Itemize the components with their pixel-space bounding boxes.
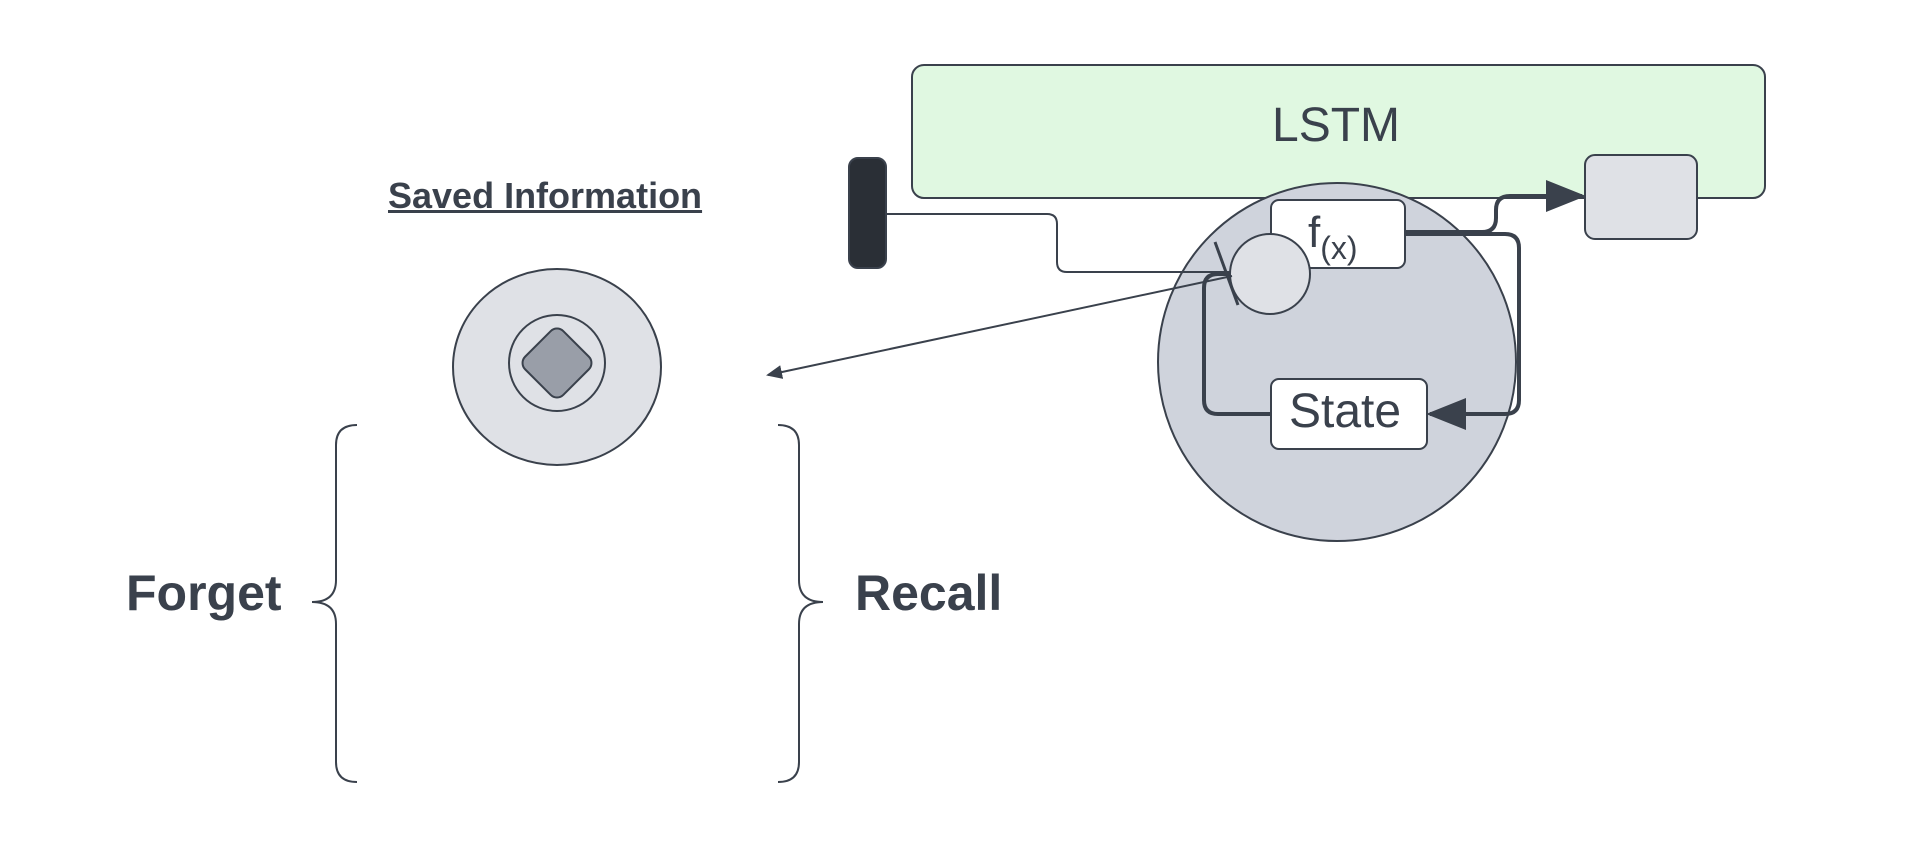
handle-to-gate-connector bbox=[886, 213, 1232, 273]
state-to-gate-loop bbox=[1202, 272, 1271, 416]
output-node[interactable] bbox=[1584, 154, 1698, 240]
left-brace bbox=[311, 424, 358, 783]
function-label: f(x) bbox=[1308, 208, 1358, 266]
function-to-state-loop bbox=[1405, 232, 1521, 430]
saved-information-diamond[interactable] bbox=[519, 325, 595, 401]
lstm-title: LSTM bbox=[1272, 99, 1401, 152]
function-name: f bbox=[1308, 208, 1321, 257]
saved-information-label: Saved Information bbox=[388, 175, 703, 216]
input-handle[interactable] bbox=[848, 157, 887, 269]
gate-tick bbox=[1213, 241, 1240, 306]
gate-circle[interactable] bbox=[1229, 233, 1311, 315]
function-to-output-arrow bbox=[1405, 180, 1586, 234]
function-subscript: (x) bbox=[1320, 230, 1358, 266]
right-brace bbox=[777, 424, 824, 783]
state-label: State bbox=[1289, 385, 1402, 438]
recall-arrow bbox=[766, 275, 1233, 379]
recall-label: Recall bbox=[855, 565, 1003, 621]
forget-label: Forget bbox=[126, 565, 282, 621]
